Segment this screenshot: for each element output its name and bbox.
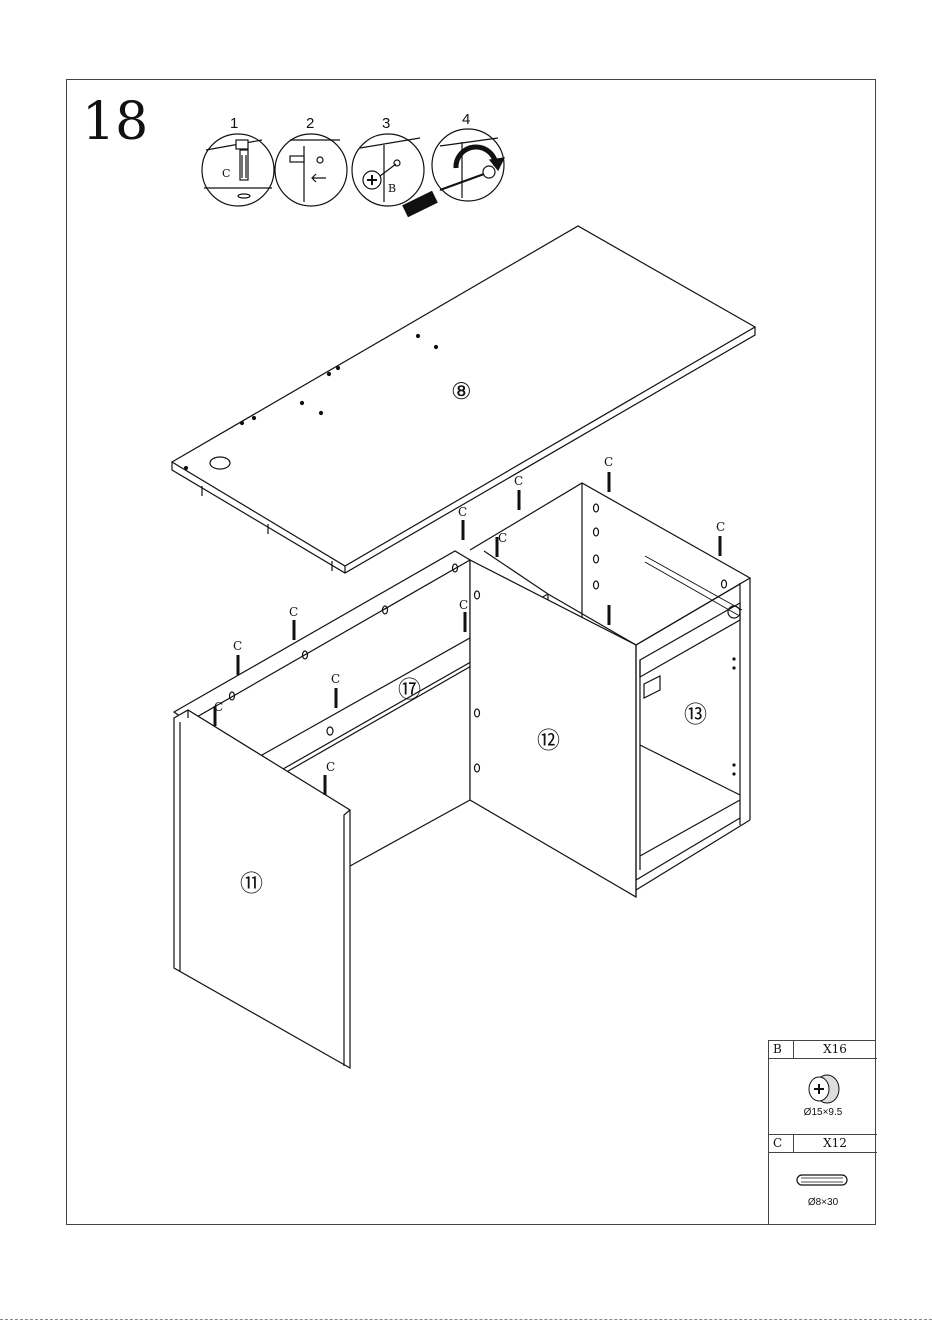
svg-text:C: C (604, 455, 613, 469)
legend-row-c-header: C X12 (769, 1135, 877, 1153)
legend-row-b-header: B X16 (769, 1041, 877, 1059)
part-label-drawer-unit: ⑬ (684, 702, 707, 728)
svg-text:C: C (458, 505, 467, 519)
substep-3-letter: B (388, 182, 396, 195)
page-bottom-dashed-line (0, 1319, 932, 1320)
substep-2-label: 2 (306, 115, 314, 132)
part-label-top: ⑧ (451, 379, 472, 405)
substep-3-detail (352, 134, 424, 206)
part-label-back-rail: ⑰ (398, 677, 421, 703)
part-label-left-side: ⑪ (240, 871, 263, 897)
svg-text:C: C (214, 700, 223, 714)
wood-dowel-icon (769, 1167, 877, 1197)
substep-4-label: 4 (462, 111, 470, 128)
legend-dim-b: Ø15×9.5 (769, 1107, 877, 1118)
legend-code-c: C (773, 1136, 782, 1150)
svg-text:C: C (326, 760, 335, 774)
cam-lock-icon (769, 1065, 877, 1135)
substep-2-detail (275, 134, 347, 206)
legend-qty-c: X12 (793, 1136, 877, 1150)
substep-3-label: 3 (382, 115, 390, 132)
svg-text:C: C (233, 639, 242, 653)
parts-legend: B X16 Ø15×9.5 C X12 Ø8×30 (768, 1040, 876, 1225)
svg-text:C: C (514, 474, 523, 488)
part-label-middle-panel: ⑫ (537, 728, 560, 754)
svg-text:C: C (331, 672, 340, 686)
svg-text:C: C (459, 598, 468, 612)
legend-qty-b: X16 (793, 1042, 877, 1056)
substep-1-detail (202, 134, 274, 206)
svg-text:C: C (498, 531, 507, 545)
substep-1-letter: C (222, 167, 230, 180)
svg-text:C: C (289, 605, 298, 619)
legend-dim-c: Ø8×30 (769, 1197, 877, 1208)
legend-code-b: B (773, 1042, 782, 1056)
substep-4-detail (403, 129, 504, 216)
svg-text:C: C (716, 520, 725, 534)
substep-1-label: 1 (230, 115, 238, 132)
